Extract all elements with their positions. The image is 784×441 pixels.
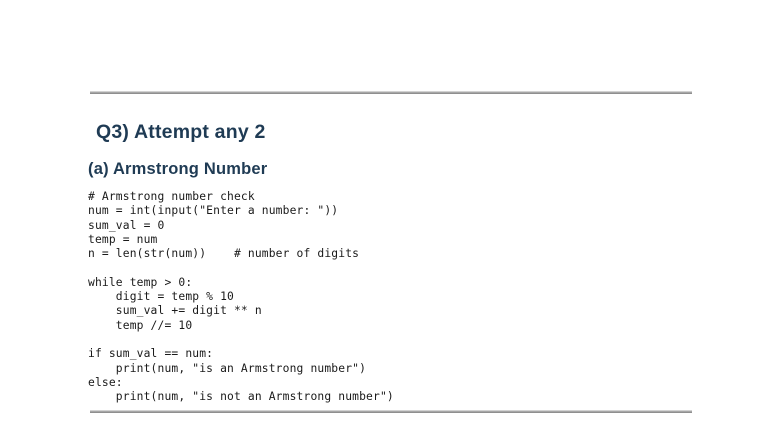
code-line: temp = num	[88, 232, 158, 246]
code-line: print(num, "is not an Armstrong number")	[88, 390, 394, 404]
code-line: sum_val += digit ** n	[88, 304, 262, 318]
code-line: else:	[88, 375, 123, 389]
code-line: n = len(str(num)) # number of digits	[88, 247, 360, 261]
code-line-blank	[88, 261, 708, 275]
code-line: sum_val = 0	[88, 218, 165, 232]
code-line: if sum_val == num:	[88, 347, 214, 361]
code-line: digit = temp % 10	[88, 290, 234, 304]
horizontal-rule-top	[90, 91, 692, 94]
code-line: num = int(input("Enter a number: "))	[88, 204, 339, 218]
horizontal-rule-bottom	[90, 410, 692, 413]
section-heading: (a) Armstrong Number	[88, 160, 268, 178]
code-line: print(num, "is an Armstrong number")	[88, 361, 367, 375]
code-line: temp //= 10	[88, 318, 193, 332]
code-line: # Armstrong number check	[88, 190, 255, 203]
code-line-blank	[88, 333, 708, 347]
page-title: Q3) Attempt any 2	[96, 121, 266, 143]
code-line: while temp > 0:	[88, 275, 193, 289]
